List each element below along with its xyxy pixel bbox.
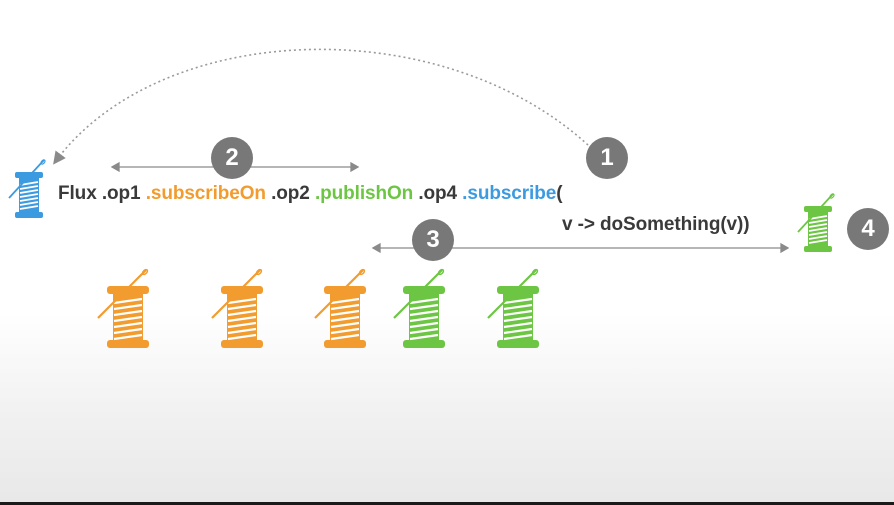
badge-2: 2: [211, 137, 253, 179]
spool-needle-icon-orange-2: [211, 268, 263, 348]
spool-needle-icon-green-1: [393, 268, 445, 348]
subscribe-to-source-dotted-arrow: [53, 48, 589, 165]
spool-needle-icon-green-subscriber: [797, 193, 835, 252]
code-op4: .op4: [413, 183, 463, 204]
badge-1: 1: [586, 137, 628, 179]
code-subscribe: .subscribe: [462, 183, 557, 204]
code-op1: .op1: [96, 183, 146, 204]
spool-needle-icon-green-2: [487, 268, 539, 348]
badge-4: 4: [847, 208, 889, 250]
code-flux: Flux: [58, 183, 97, 204]
code-line-1: Flux .op1 .subscribeOn .op2 .publishOn .…: [58, 183, 563, 205]
code-open-paren: (: [556, 183, 563, 204]
spool-needle-icon-orange-1: [97, 268, 149, 348]
code-publishon: .publishOn: [314, 183, 414, 204]
code-line-2: v -> doSomething(v)): [562, 214, 750, 235]
spool-needle-icon-orange-3: [314, 268, 366, 348]
spool-needle-icon-blue: [8, 159, 46, 218]
bottom-edge-bar: [0, 502, 894, 505]
code-op2: .op2: [265, 183, 315, 204]
code-subscribeon: .subscribeOn: [145, 183, 266, 204]
badge-3: 3: [412, 219, 454, 261]
